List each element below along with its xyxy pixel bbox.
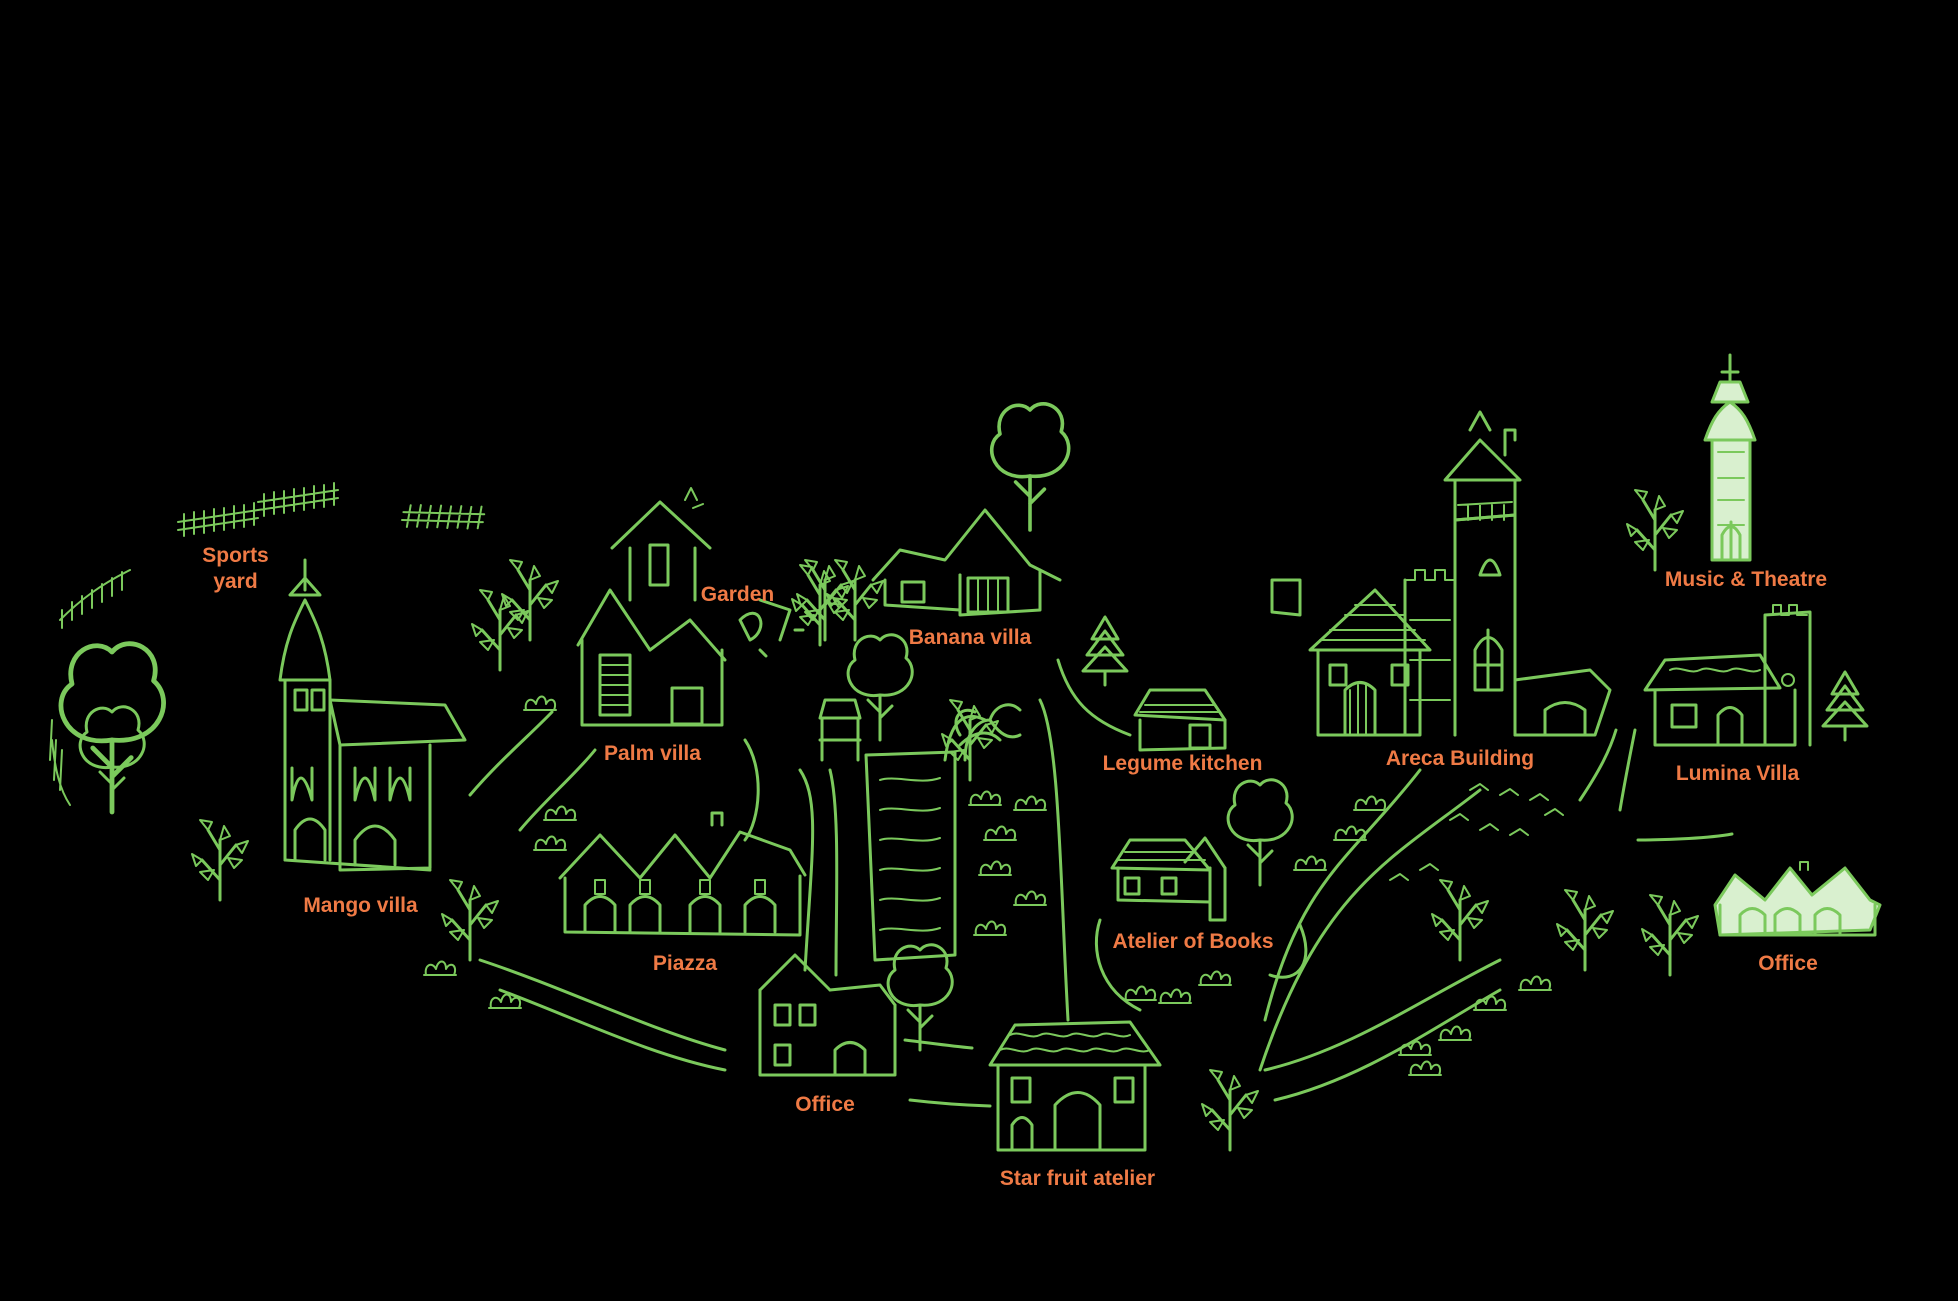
label-lumina-villa: Lumina Villa [1675,762,1800,785]
atelier-of-books-drawing [1110,836,1227,922]
label-mango-villa: Mango villa [303,894,418,917]
sports-yard-fence [49,482,487,806]
legume-kitchen-drawing [1133,688,1227,752]
label-legume-kitchen: Legume kitchen [1102,752,1263,775]
music-theatre-tower-drawing [1703,353,1757,562]
label-star-fruit-atelier: Star fruit atelier [999,1167,1156,1190]
lumina-villa-drawing [1643,604,1812,747]
label-office-center: Office [795,1093,855,1116]
trees [61,401,1869,1152]
label-areca-building: Areca Building [1385,747,1535,770]
label-atelier-of-books: Atelier of Books [1112,930,1274,953]
label-sports-yard-line1: Sports [202,544,269,567]
road-lines [468,658,1734,1108]
piazza-drawing [558,811,807,937]
label-palm-villa: Palm villa [604,742,701,765]
star-fruit-atelier-drawing [988,1020,1162,1152]
label-piazza: Piazza [652,952,718,975]
office-center-drawing [758,953,897,1077]
label-banana-villa: Banana villa [908,626,1032,649]
label-office-right: Office [1758,952,1818,975]
areca-building-drawing [1270,410,1612,737]
office-right-drawing [1713,861,1882,937]
farm-plot-drawing [818,698,1002,962]
palm-villa-drawing [576,487,727,727]
label-music-theatre: Music & Theatre [1664,568,1828,591]
label-sports-yard-line2: yard [213,570,258,593]
label-sports-yard: Sports yard [188,543,283,595]
label-garden: Garden [700,583,775,606]
banana-villa-drawing [871,508,1062,617]
mango-villa-drawing [278,558,467,872]
garden-drawing [738,558,885,658]
